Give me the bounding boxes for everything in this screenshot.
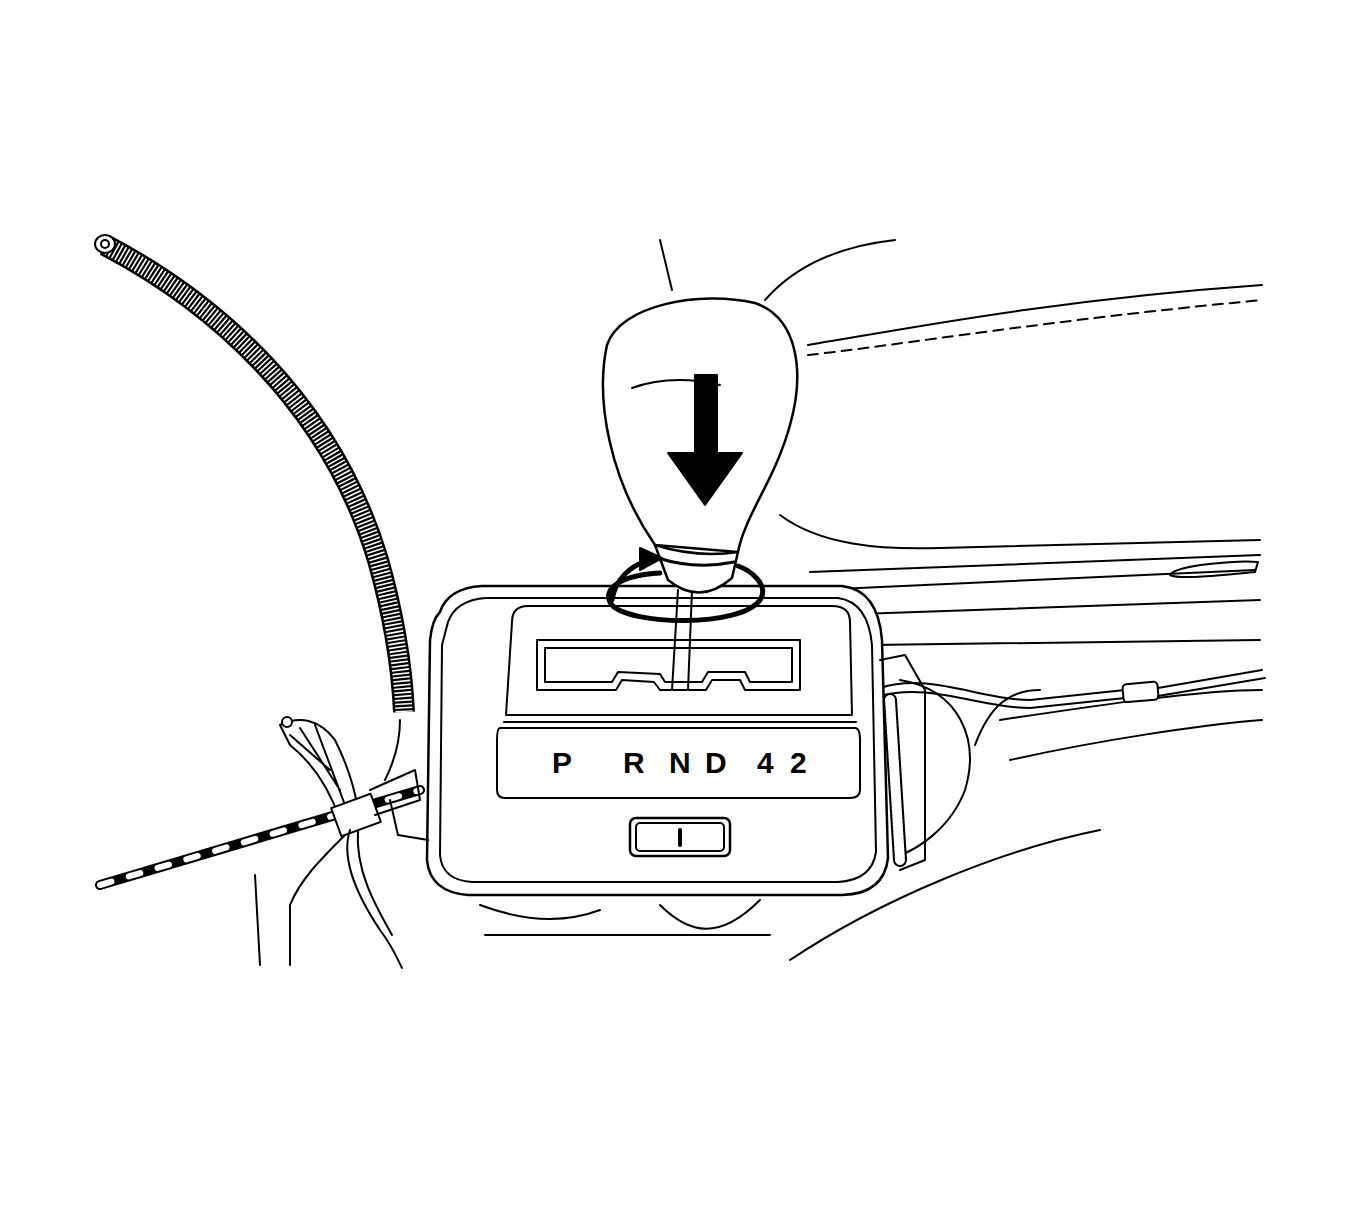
rotation-arrow xyxy=(609,548,763,621)
corrugated-hose xyxy=(95,235,404,712)
gear-position-label: 2 xyxy=(790,748,807,778)
gear-position-label: 4 xyxy=(757,748,774,778)
gear-position-label: P xyxy=(552,748,572,778)
gear-position-label: N xyxy=(669,748,691,778)
shift-cable xyxy=(880,670,1265,860)
wiring-harness xyxy=(100,717,420,968)
gear-position-label: R xyxy=(623,748,645,778)
shifter-console xyxy=(390,586,925,895)
gear-position-label: D xyxy=(705,748,727,778)
push-arrow xyxy=(668,375,742,505)
shift-knob xyxy=(603,298,797,690)
